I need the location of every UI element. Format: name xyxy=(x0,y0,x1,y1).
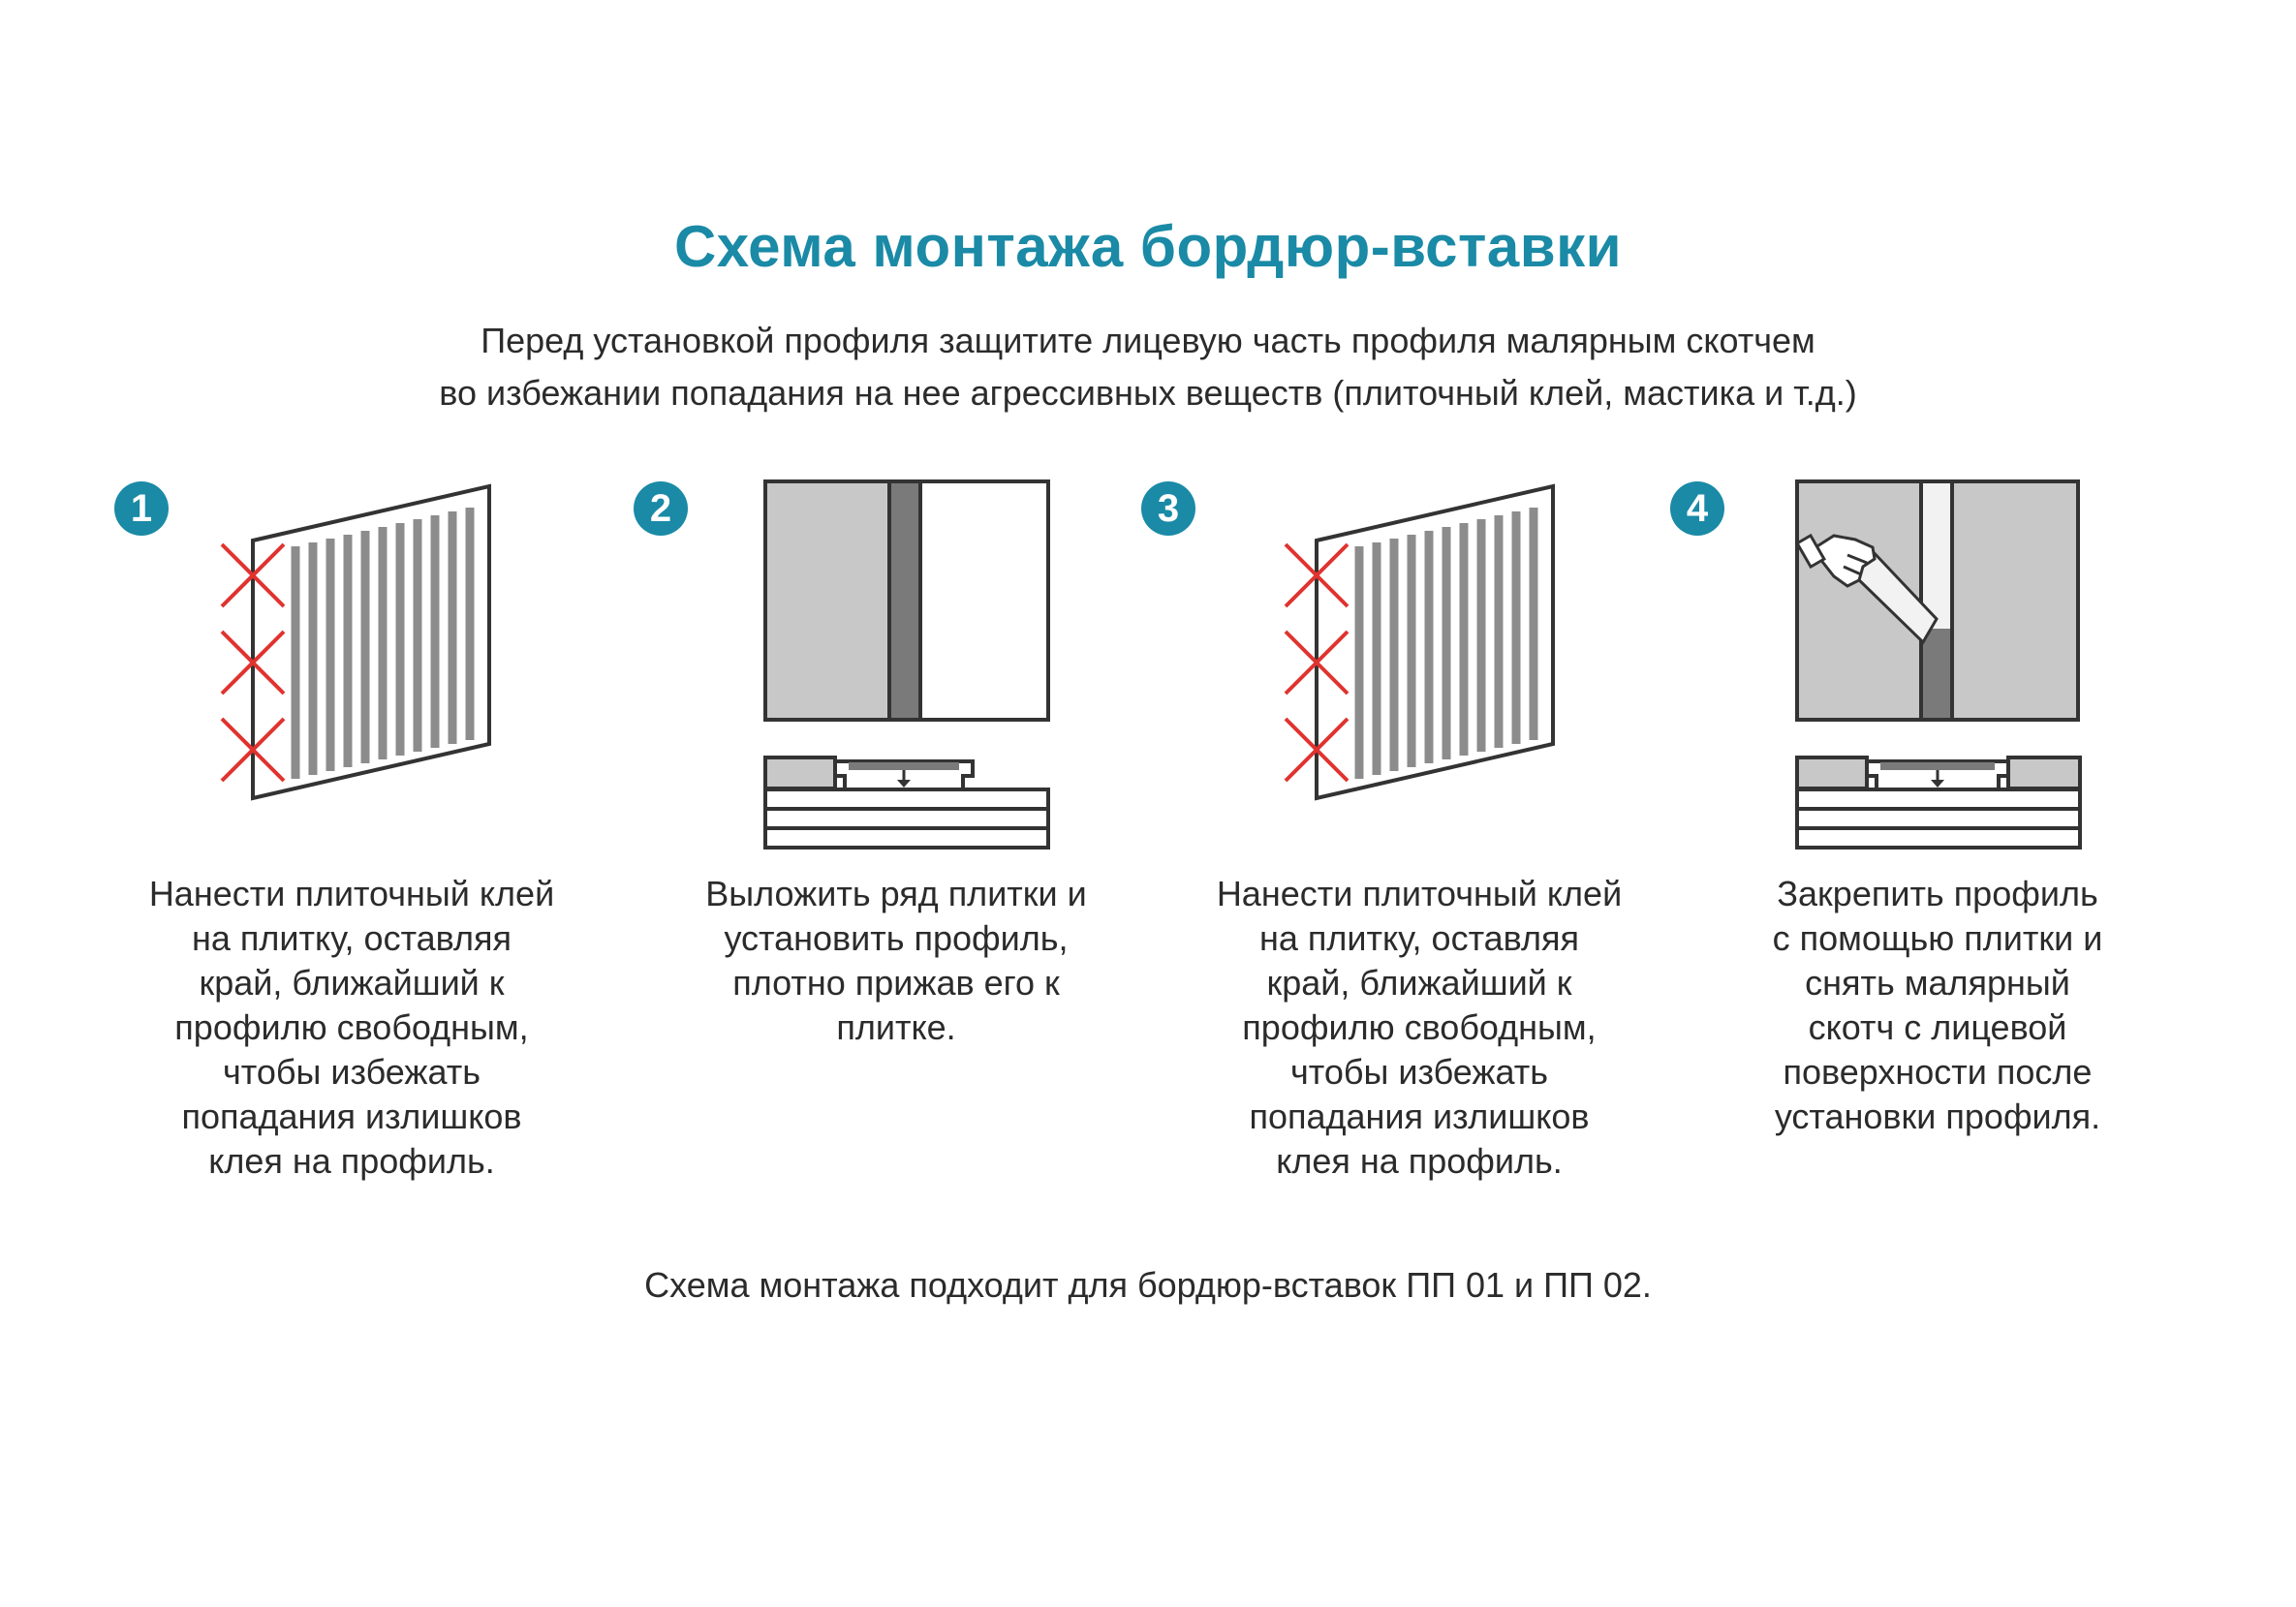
step-2-install-illustration xyxy=(763,479,1050,850)
front-view xyxy=(763,479,1050,722)
step-4-remove-tape-illustration xyxy=(1795,479,2082,850)
step-4-badge: 4 xyxy=(1670,481,1724,536)
step-1-caption: Нанести плиточный клей на плитку, оставл… xyxy=(148,874,555,1181)
page-title: Схема монтажа бордюр-вставки xyxy=(673,214,1623,279)
hand-icon xyxy=(1795,533,1877,588)
front-view xyxy=(1795,479,2080,722)
step-1-badge: 1 xyxy=(114,481,169,536)
tile-with-adhesive xyxy=(251,483,491,801)
footer-note: Схема монтажа подходит для бордюр-вставо… xyxy=(644,1265,1652,1305)
step-3-caption: Нанести плиточный клей на плитку, оставл… xyxy=(1216,874,1623,1181)
tile-with-adhesive xyxy=(1315,483,1555,801)
step-1-adhesive-illustration xyxy=(220,483,491,801)
step-3-adhesive-illustration xyxy=(1284,483,1555,801)
cross-section-view xyxy=(763,756,1050,850)
cross-section-view xyxy=(1795,756,2082,850)
step-2-badge: 2 xyxy=(634,481,688,536)
step-4-caption: Закрепить профиль с помощью плитки и сня… xyxy=(1772,874,2103,1136)
no-adhesive-cross-icon xyxy=(1284,542,1350,783)
no-adhesive-cross-icon xyxy=(220,542,286,783)
subtitle-line: во избежании попадания на нее агрессивны… xyxy=(439,373,1857,413)
subtitle: Перед установкой профиля защитите лицеву… xyxy=(0,315,2296,419)
step-2-caption: Выложить ряд плитки и установить профиль… xyxy=(705,874,1087,1047)
subtitle-line: Перед установкой профиля защитите лицеву… xyxy=(481,321,1815,360)
step-3-badge: 3 xyxy=(1141,481,1195,536)
